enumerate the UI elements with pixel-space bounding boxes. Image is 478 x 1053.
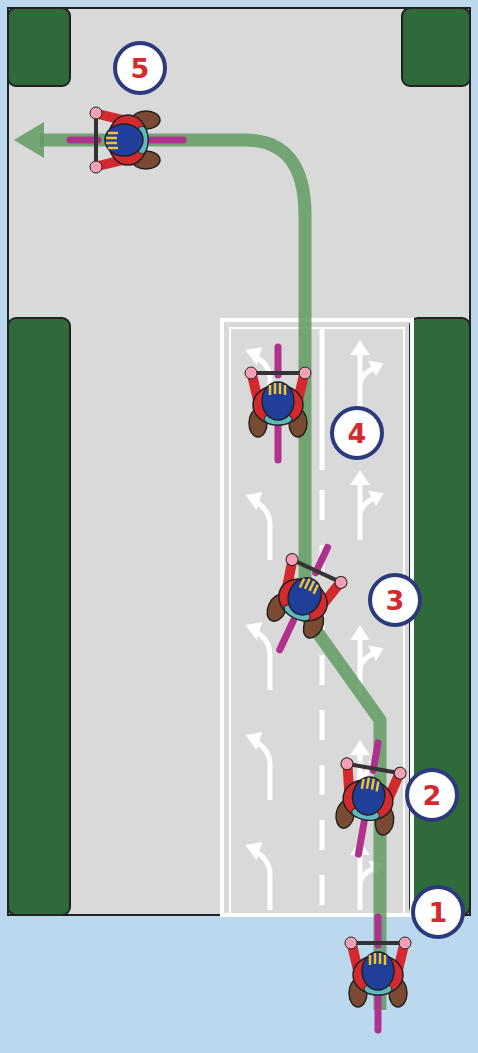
lane-dash — [320, 710, 325, 740]
left-arrow — [248, 734, 270, 800]
rear-wheel — [275, 427, 282, 460]
hand — [393, 766, 407, 780]
callout-number: 3 — [386, 587, 405, 614]
arrow-stem — [360, 352, 374, 410]
cyclist — [326, 737, 411, 860]
arrow-stem — [360, 852, 374, 910]
arrow-head — [248, 624, 260, 637]
verge — [8, 8, 70, 86]
left-arrow — [248, 844, 270, 910]
helmet — [105, 124, 143, 156]
hand — [299, 367, 311, 379]
helmet — [282, 572, 327, 620]
rear-wheel — [358, 822, 364, 854]
straight-right-arrow — [352, 342, 382, 410]
verge — [402, 8, 470, 86]
arrow-head — [352, 627, 382, 659]
rear-wheel — [280, 620, 294, 650]
helmet-stripes — [370, 953, 385, 965]
lane-dash — [320, 655, 325, 685]
arrow-head — [248, 734, 260, 747]
arrow-stem — [256, 502, 270, 560]
front-wheel — [70, 137, 98, 144]
callout-circle: 1 — [411, 885, 465, 939]
helmet — [362, 952, 394, 990]
front-wheel — [316, 547, 328, 572]
callout-circle: 3 — [368, 573, 422, 627]
hand — [340, 757, 354, 771]
arrow-head — [248, 844, 260, 857]
lane-dash — [320, 765, 325, 795]
callout-number: 5 — [131, 55, 150, 82]
lane-arrows — [248, 342, 382, 910]
helmet-stripes — [270, 383, 285, 395]
helmet — [262, 382, 294, 420]
callout-circle: 5 — [113, 41, 167, 95]
rear-wheel — [150, 137, 183, 144]
lane-dash — [320, 875, 325, 905]
hand — [90, 161, 102, 173]
arrow-stem — [360, 482, 374, 540]
callout-circle: 2 — [405, 768, 459, 822]
helmet-stripes — [362, 777, 379, 791]
verge — [410, 318, 470, 915]
arrow-head — [248, 494, 260, 507]
verge — [8, 318, 70, 915]
hand — [284, 552, 300, 568]
hand — [345, 937, 357, 949]
callout-circle: 4 — [330, 406, 384, 460]
lane-dash — [320, 490, 325, 520]
route-path — [40, 140, 380, 1010]
left-arrow — [248, 494, 270, 560]
front-wheel — [275, 347, 282, 375]
hand — [90, 107, 102, 119]
lane-dash — [320, 820, 325, 850]
helmet-stripes — [106, 133, 118, 148]
cyclist — [70, 107, 183, 173]
callout-number: 2 — [423, 782, 442, 809]
hand — [245, 367, 257, 379]
arrow-head — [352, 472, 382, 504]
front-wheel — [373, 743, 378, 771]
straight-right-arrow — [352, 472, 382, 540]
callout-number: 4 — [348, 420, 367, 447]
body — [272, 571, 334, 628]
callout-number: 1 — [429, 899, 448, 926]
cyclist — [345, 917, 411, 1030]
arrow-stem — [256, 742, 270, 800]
lane-divider — [320, 328, 325, 470]
front-wheel — [375, 917, 382, 945]
cyclists — [70, 107, 411, 1030]
arrow-stem — [256, 632, 270, 690]
hand — [333, 574, 349, 590]
helmet — [350, 775, 388, 818]
cyclist — [245, 347, 311, 460]
arrow-head — [248, 349, 260, 362]
arrow-stem — [256, 852, 270, 910]
hand — [399, 937, 411, 949]
left-arrow — [248, 624, 270, 690]
cyclist — [250, 533, 358, 663]
route-arrowhead — [14, 122, 44, 158]
rear-wheel — [375, 997, 382, 1030]
arrow-head — [352, 342, 382, 374]
helmet-stripes — [300, 577, 319, 594]
